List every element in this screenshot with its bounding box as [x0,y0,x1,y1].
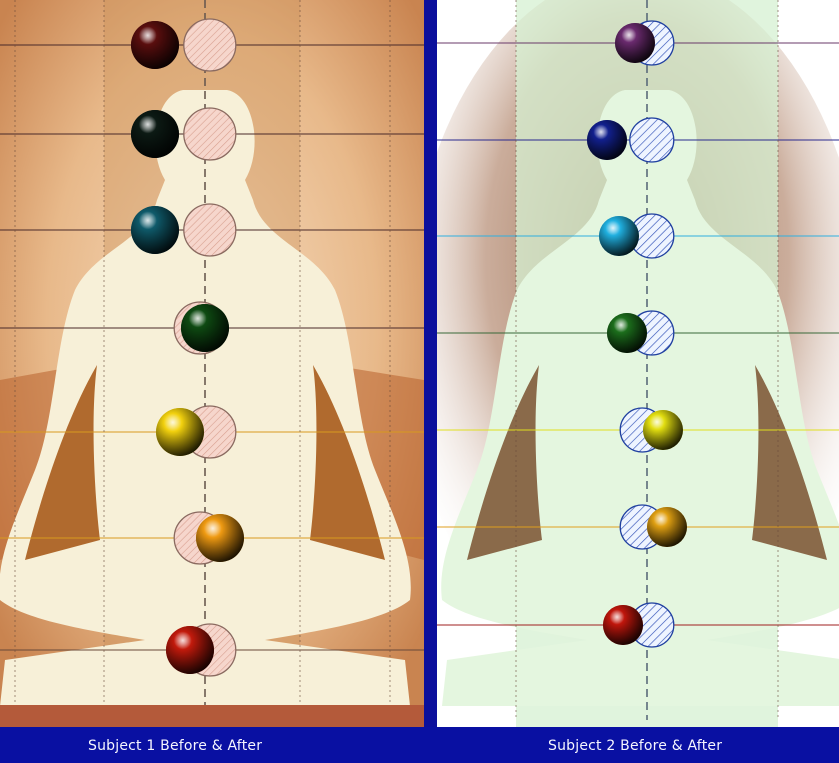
chakra-after-shading [166,626,214,674]
chakra-root [603,603,674,647]
chakra-after-shading [607,313,647,353]
subject-1-figure [0,0,424,727]
chakra-solar-plexus [156,406,236,458]
chakra-after-shading [615,23,655,63]
panel-divider [424,0,437,727]
chakra-sacral [174,512,244,564]
chakra-solar-plexus [620,408,683,452]
chakra-heart [607,311,674,355]
chakra-after-shading [156,408,204,456]
subject-2-figure [437,0,839,727]
chakra-sacral [620,505,687,549]
subject-1-panel [0,0,424,727]
chakra-before-marker [184,19,236,71]
chakra-after-shading [647,507,687,547]
chakra-after-shading [131,21,179,69]
chakra-crown [615,21,674,65]
subject-2-caption: Subject 2 Before & After [548,738,722,754]
chakra-after-shading [599,216,639,256]
chakra-after-shading [131,110,179,158]
subject-1-caption: Subject 1 Before & After [88,738,262,754]
chakra-throat [599,214,674,258]
chakra-before-marker [184,108,236,160]
chakra-root [166,624,236,676]
chakra-after-shading [181,304,229,352]
subject-2-panel [437,0,839,727]
chakra-before-marker [630,118,674,162]
chakra-after-shading [196,514,244,562]
chakra-after-shading [643,410,683,450]
chakra-before-marker [184,204,236,256]
chakra-after-shading [587,120,627,160]
chakra-after-shading [131,206,179,254]
chakra-after-shading [603,605,643,645]
